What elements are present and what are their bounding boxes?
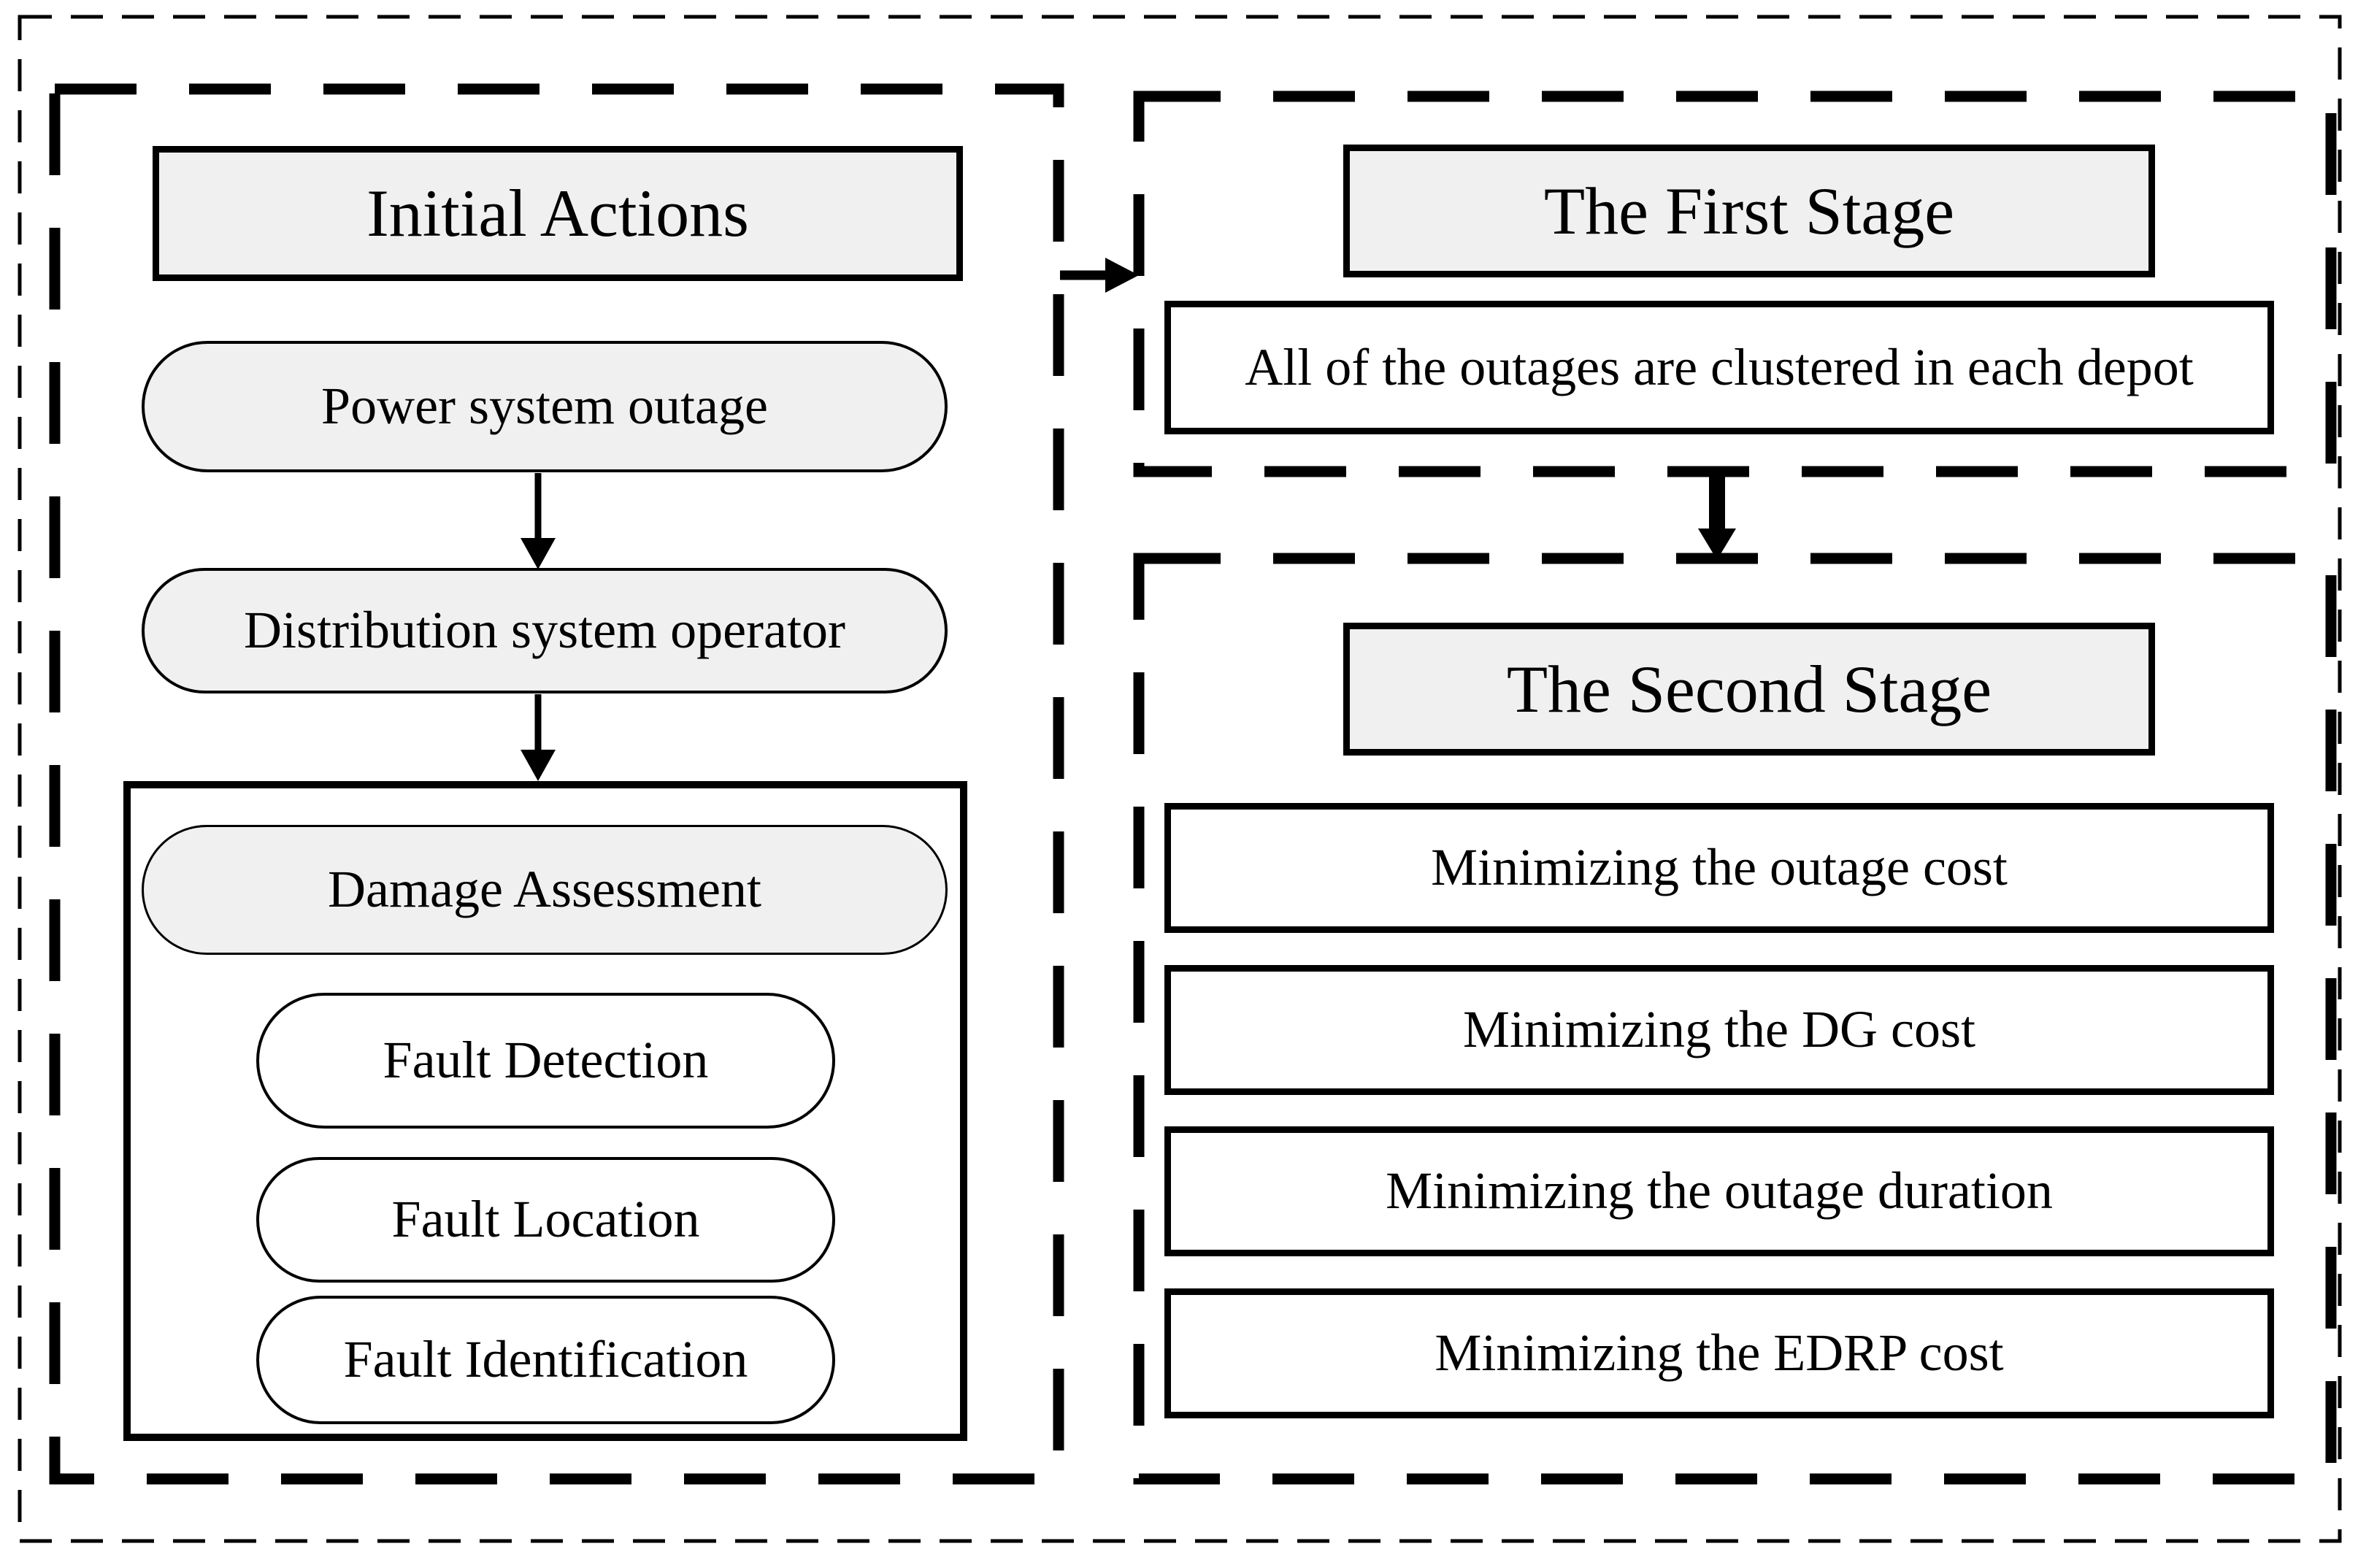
- power-to-dso-down-arrow-icon: [521, 473, 556, 569]
- outer-dashed-border: [18, 15, 2342, 1543]
- fault-identification-node: Fault Identification: [256, 1296, 835, 1424]
- second-stage-item-outage-cost: Minimizing the outage cost: [1164, 803, 2274, 933]
- dso-to-damage-down-arrow-icon: [521, 694, 556, 781]
- fault-detection-node: Fault Detection: [256, 993, 835, 1129]
- second-stage-item-edrp-cost: Minimizing the EDRP cost: [1164, 1288, 2274, 1418]
- first-to-second-stage-down-arrow-icon: [1698, 473, 1736, 560]
- distribution-system-operator-node: Distribution system operator: [142, 568, 948, 693]
- second-stage-item-outage-duration: Minimizing the outage duration: [1164, 1126, 2274, 1256]
- fault-location-node: Fault Location: [256, 1157, 835, 1283]
- first-stage-header: The First Stage: [1343, 145, 2155, 277]
- initial-to-first-stage-right-arrow-icon: [1060, 258, 1139, 293]
- initial-actions-panel-border: [49, 83, 1064, 1485]
- first-stage-item: All of the outages are clustered in each…: [1164, 301, 2274, 434]
- power-system-outage-node: Power system outage: [142, 341, 948, 472]
- first-stage-panel-border: [1133, 91, 2337, 477]
- damage-assessment-header: Damage Assessment: [142, 825, 948, 955]
- initial-actions-header: Initial Actions: [153, 146, 963, 281]
- second-stage-header: The Second Stage: [1343, 623, 2155, 756]
- second-stage-item-dg-cost: Minimizing the DG cost: [1164, 965, 2274, 1095]
- second-stage-panel-border: [1133, 553, 2337, 1485]
